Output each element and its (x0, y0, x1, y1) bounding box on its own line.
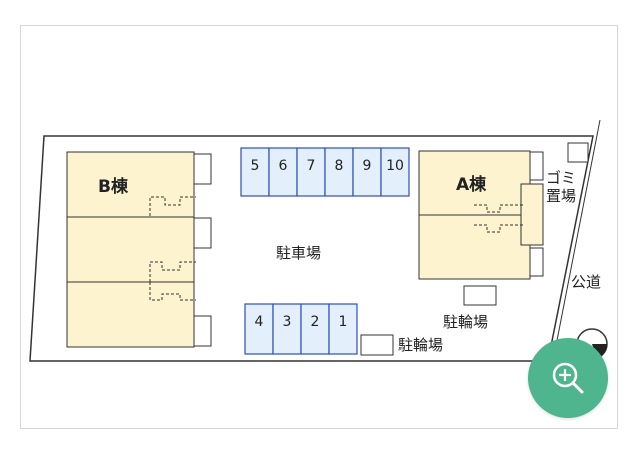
parking-bottom-space-number: 4 (255, 314, 264, 330)
bicycle-parking-label-bottom: 駐輪場 (398, 336, 443, 354)
parking-top-space-number: 9 (363, 158, 372, 174)
parking-bottom-space-number: 2 (311, 314, 320, 330)
parking-lot-label: 駐車場 (276, 244, 321, 262)
zoom-in-button[interactable] (528, 338, 608, 418)
parking-top-space-number: 5 (251, 158, 260, 174)
parking-row-bottom: 4 3 2 1 (244, 303, 358, 355)
public-road-label: 公道 (571, 273, 601, 291)
parking-top-space-number: 6 (279, 158, 288, 174)
parking-bottom-space (272, 303, 302, 355)
garbage-area-label-line1: ゴミ (546, 169, 576, 187)
parking-top-space-number: 10 (386, 158, 404, 174)
bicycle-parking-box-right (463, 285, 497, 306)
parking-bottom-space (300, 303, 330, 355)
parking-top-space (352, 147, 382, 197)
parking-row-top: 5 6 7 8 9 10 (240, 147, 410, 197)
public-road-edge (552, 119, 601, 362)
building-b: B棟 (66, 151, 212, 348)
building-a-label: A棟 (456, 174, 487, 195)
parking-top-space (324, 147, 354, 197)
parking-bottom-space-number: 3 (283, 314, 292, 330)
bicycle-parking-label-right: 駐輪場 (443, 313, 488, 331)
garbage-area-label-line2: 置場 (546, 187, 576, 205)
building-a: A棟 (418, 150, 544, 280)
parking-top-space (296, 147, 326, 197)
parking-top-space-number: 8 (335, 158, 344, 174)
garbage-area-box (567, 142, 589, 163)
parking-bottom-space-number: 1 (339, 314, 348, 330)
parking-top-space (380, 147, 410, 197)
parking-top-space-number: 7 (307, 158, 316, 174)
zoom-in-icon (552, 362, 584, 394)
building-b-label: B棟 (98, 176, 129, 197)
parking-bottom-space (328, 303, 358, 355)
bicycle-parking-box-bottom (360, 334, 394, 356)
